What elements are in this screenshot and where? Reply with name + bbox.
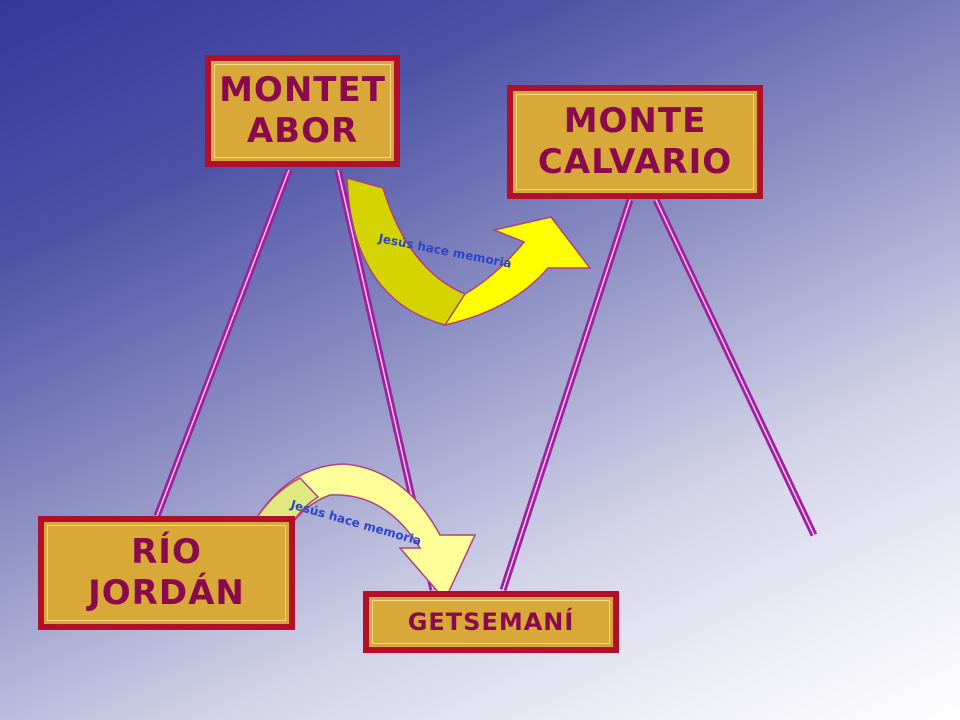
connector-calvario-right xyxy=(652,198,818,537)
node-monte-calvario: MONTE CALVARIO xyxy=(507,85,763,199)
connector-tabor-jordan xyxy=(153,168,293,518)
node-getsemani: GETSEMANÍ xyxy=(363,591,619,653)
node-label-jordan: RÍO JORDÁN xyxy=(88,532,245,613)
node-rio-jordan: RÍO JORDÁN xyxy=(38,516,295,630)
node-label-getsemani: GETSEMANÍ xyxy=(407,607,575,636)
node-monte-tabor: MONTET ABOR xyxy=(205,55,400,167)
arrow-top-shadow xyxy=(346,177,467,326)
node-label-tabor: MONTET ABOR xyxy=(219,70,386,151)
curved-arrow-top: Jesús hace memoria xyxy=(346,177,592,326)
connector-calvario-getsemani xyxy=(499,198,634,592)
node-label-calvario: MONTE CALVARIO xyxy=(537,101,733,182)
